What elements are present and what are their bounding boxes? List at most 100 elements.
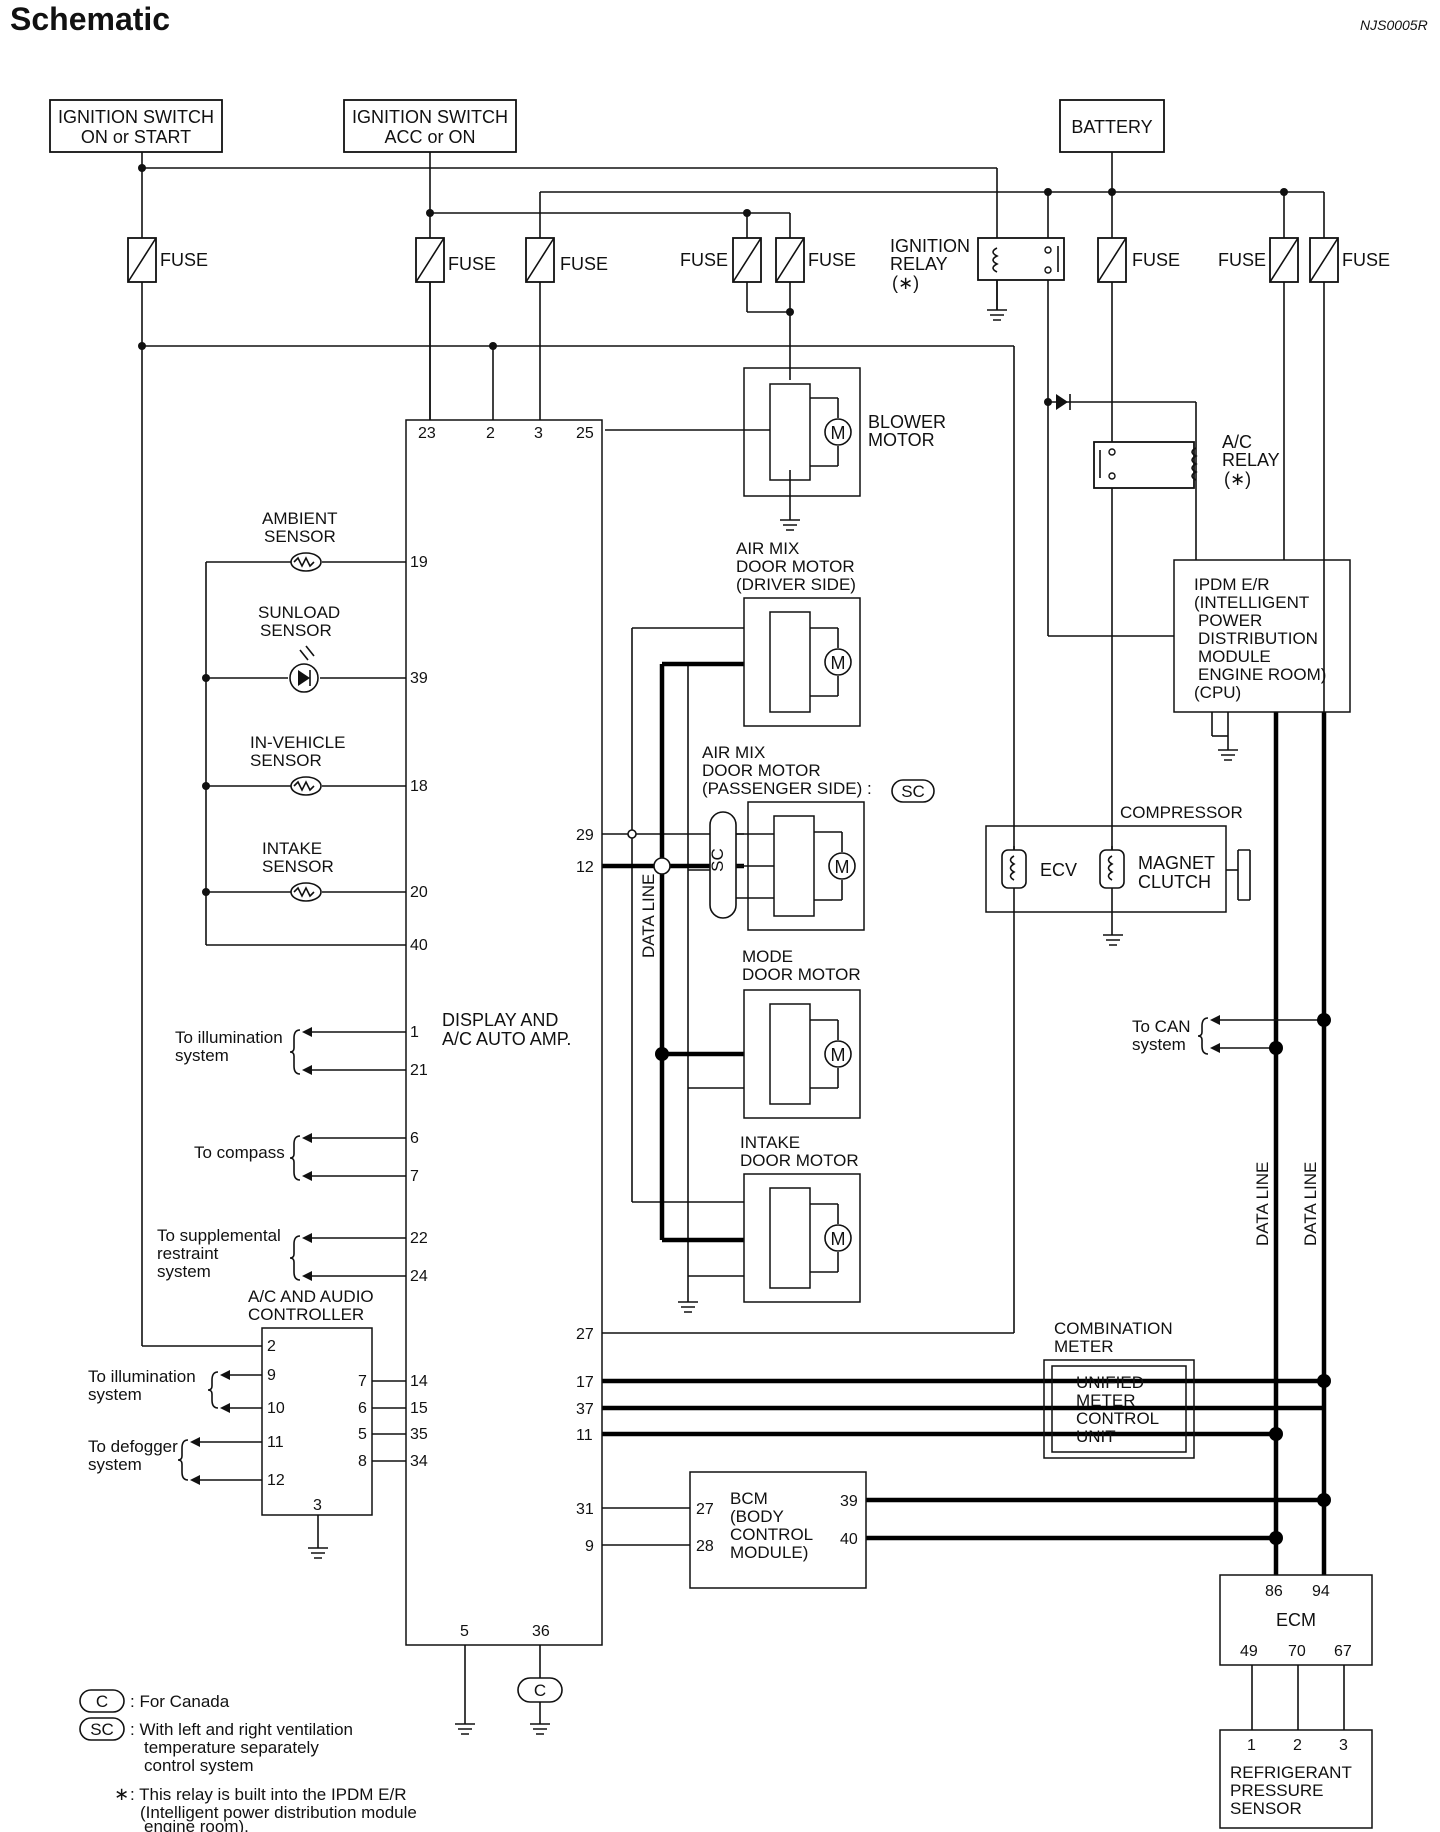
svg-text:To defogger: To defogger <box>88 1437 178 1456</box>
svg-text:(∗): (∗) <box>1224 469 1251 489</box>
svg-text:FUSE: FUSE <box>808 250 856 270</box>
svg-text:6: 6 <box>410 1130 419 1147</box>
svg-text:INTAKE: INTAKE <box>740 1133 800 1152</box>
svg-text:control system: control system <box>144 1756 254 1775</box>
svg-text:system: system <box>175 1046 229 1065</box>
ipdm-er: IPDM E/R (INTELLIGENT POWER DISTRIBUTION… <box>1173 559 1351 713</box>
refrigerant-pressure-sensor: 1 2 3 REFRIGERANT PRESSURE SENSOR <box>1219 1729 1373 1829</box>
svg-text:A/C AUTO AMP.: A/C AUTO AMP. <box>442 1029 571 1049</box>
data-lines-bold <box>602 661 1327 1575</box>
svg-text:DOOR MOTOR: DOOR MOTOR <box>736 557 855 576</box>
to-can-system: To CAN system <box>1132 1015 1220 1055</box>
svg-text:2: 2 <box>1293 1737 1302 1754</box>
svg-text:9: 9 <box>585 1538 594 1555</box>
svg-text:temperature separately: temperature separately <box>144 1738 319 1757</box>
page-title: Schematic <box>10 1 170 37</box>
svg-text:67: 67 <box>1334 1643 1352 1660</box>
svg-text:18: 18 <box>410 778 428 795</box>
svg-text:ENGINE ROOM): ENGINE ROOM) <box>1198 665 1326 684</box>
svg-text:IPDM E/R: IPDM E/R <box>1194 575 1270 594</box>
svg-text:5: 5 <box>460 1623 469 1640</box>
air-mix-door-motor-driver: AIR MIX DOOR MOTOR (DRIVER SIDE) M <box>736 539 861 727</box>
svg-text:A/C: A/C <box>1222 432 1252 452</box>
svg-text:ECM: ECM <box>1276 1610 1316 1630</box>
svg-text:7: 7 <box>410 1168 419 1185</box>
svg-text:DOOR MOTOR: DOOR MOTOR <box>742 965 861 984</box>
svg-text:BLOWER: BLOWER <box>868 412 946 432</box>
svg-text:BATTERY: BATTERY <box>1071 117 1152 137</box>
svg-text:AMBIENT: AMBIENT <box>262 509 338 528</box>
svg-text:94: 94 <box>1312 1583 1330 1600</box>
legend: C : For Canada SC : With left and right … <box>79 1689 417 1832</box>
svg-text:SUNLOAD: SUNLOAD <box>258 603 340 622</box>
svg-text:3: 3 <box>313 1497 322 1514</box>
svg-text:To supplemental: To supplemental <box>157 1226 281 1245</box>
svg-text:MAGNET: MAGNET <box>1138 853 1215 873</box>
fuse-battery-3: FUSE <box>1218 237 1299 283</box>
svg-text:(CPU): (CPU) <box>1194 683 1241 702</box>
svg-text:36: 36 <box>532 1623 550 1640</box>
svg-text:: With left and right ventilat: : With left and right ventilation <box>130 1720 353 1739</box>
data-line-labels-right: DATA LINE DATA LINE <box>1253 1162 1320 1246</box>
svg-text:(Intelligent power distributio: (Intelligent power distribution module <box>140 1803 417 1822</box>
fuse-acc-1: FUSE <box>415 237 496 283</box>
svg-text:system: system <box>88 1385 142 1404</box>
to-defogger: To defogger system <box>88 1437 200 1485</box>
ambient-sensor: AMBIENT SENSOR <box>262 509 338 572</box>
svg-text:restraint: restraint <box>157 1244 219 1263</box>
svg-text:(DRIVER SIDE): (DRIVER SIDE) <box>736 575 856 594</box>
svg-text:IN-VEHICLE: IN-VEHICLE <box>250 733 345 752</box>
svg-text:CONTROL: CONTROL <box>1076 1409 1159 1428</box>
svg-text:METER: METER <box>1076 1391 1136 1410</box>
compressor: COMPRESSOR ECV MAGNET CLUTCH <box>985 803 1251 913</box>
svg-text:22: 22 <box>410 1230 428 1247</box>
svg-text:BCM: BCM <box>730 1489 768 1508</box>
svg-text:ACC or ON: ACC or ON <box>384 127 475 147</box>
svg-text:40: 40 <box>840 1531 858 1548</box>
svg-text:FUSE: FUSE <box>1218 250 1266 270</box>
intake-sensor: INTAKE SENSOR <box>262 839 334 902</box>
svg-text:7: 7 <box>358 1373 367 1390</box>
svg-text:FUSE: FUSE <box>560 254 608 274</box>
svg-text:To illumination: To illumination <box>175 1028 283 1047</box>
svg-text:C: C <box>534 1681 546 1700</box>
svg-text:(INTELLIGENT: (INTELLIGENT <box>1194 593 1309 612</box>
svg-text:17: 17 <box>576 1374 594 1391</box>
svg-text:DOOR MOTOR: DOOR MOTOR <box>740 1151 859 1170</box>
svg-text:9: 9 <box>267 1367 276 1384</box>
svg-text:(BODY: (BODY <box>730 1507 784 1526</box>
svg-text:34: 34 <box>410 1453 428 1470</box>
svg-text:C: C <box>96 1692 108 1711</box>
svg-text:CONTROLLER: CONTROLLER <box>248 1305 364 1324</box>
svg-text:M: M <box>831 1045 846 1065</box>
fuse-acc-2: FUSE <box>680 237 762 283</box>
bcm: 27 28 39 40 BCM (BODY CONTROL MODULE) <box>689 1471 867 1589</box>
svg-text:RELAY: RELAY <box>1222 450 1280 470</box>
svg-text:31: 31 <box>576 1501 594 1518</box>
svg-text:engine room).: engine room). <box>144 1817 249 1832</box>
to-illumination-amp: To illumination system <box>175 1027 312 1075</box>
svg-text:FUSE: FUSE <box>1342 250 1390 270</box>
ac-audio-controller: A/C AND AUDIO CONTROLLER 2 9 10 11 12 3 … <box>248 1287 374 1516</box>
svg-text:IGNITION SWITCH: IGNITION SWITCH <box>352 107 508 127</box>
svg-text:21: 21 <box>410 1062 428 1079</box>
svg-text:12: 12 <box>267 1472 285 1489</box>
svg-text:MODE: MODE <box>742 947 793 966</box>
blower-motor: M BLOWER MOTOR <box>743 367 946 497</box>
svg-text:3: 3 <box>1339 1737 1348 1754</box>
svg-text:28: 28 <box>696 1538 714 1555</box>
svg-text:11: 11 <box>267 1434 284 1451</box>
svg-text:RELAY: RELAY <box>890 254 948 274</box>
svg-text:DATA LINE: DATA LINE <box>1253 1162 1272 1246</box>
svg-text:M: M <box>835 857 850 877</box>
to-supplemental-restraint: To supplemental restraint system <box>157 1226 312 1281</box>
svg-text:POWER: POWER <box>1198 611 1262 630</box>
data-line-label-left: DATA LINE <box>639 874 658 958</box>
svg-text:11: 11 <box>576 1427 593 1444</box>
svg-text:DATA LINE: DATA LINE <box>1301 1162 1320 1246</box>
svg-text:M: M <box>831 653 846 673</box>
svg-text:14: 14 <box>410 1373 428 1390</box>
svg-text:CLUTCH: CLUTCH <box>1138 872 1211 892</box>
svg-text:system: system <box>1132 1035 1186 1054</box>
